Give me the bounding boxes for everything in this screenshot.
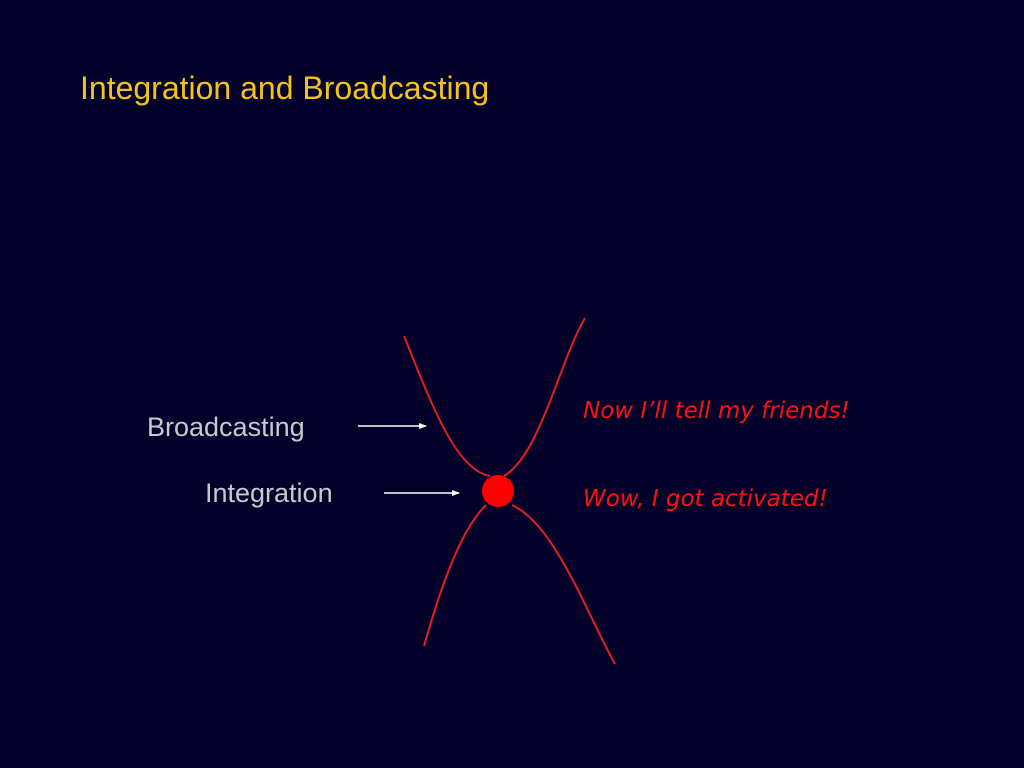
lower-left-branch <box>423 504 487 647</box>
upper-left-branch <box>403 335 491 477</box>
integration-label: Integration <box>205 478 333 508</box>
activation-note: Wow, I got activated! <box>583 486 828 512</box>
neuron-cell-body <box>482 475 514 507</box>
upper-right-branch <box>503 317 586 477</box>
broadcasting-label: Broadcasting <box>147 412 305 442</box>
slide-title: Integration and Broadcasting <box>80 70 490 106</box>
lower-right-branch <box>511 504 616 665</box>
broadcast-note: Now I’ll tell my friends! <box>583 398 850 424</box>
